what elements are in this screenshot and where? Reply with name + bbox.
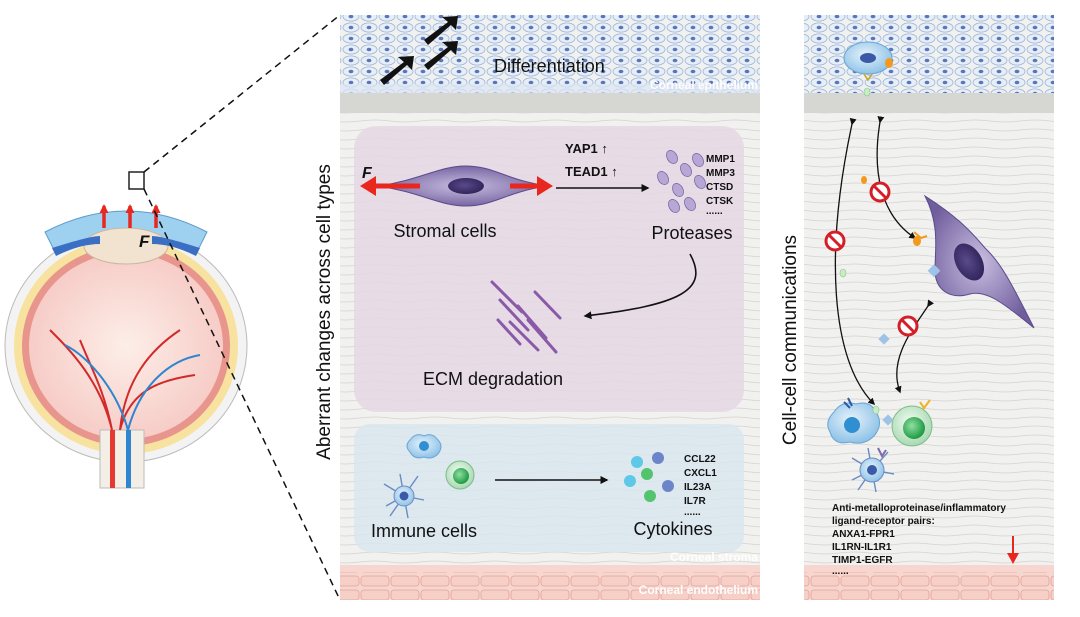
lr-pair: ...... <box>832 566 849 577</box>
protease-gene: CTSD <box>706 182 733 193</box>
lr-title-2: ligand-receptor pairs: <box>832 516 935 527</box>
lr-pair: IL1RN-IL1R1 <box>832 542 892 553</box>
right-panel <box>804 15 1054 600</box>
lr-pair: TIMP1-EGFR <box>832 555 893 566</box>
protease-gene: MMP1 <box>706 154 735 165</box>
protease-gene: CTSK <box>706 196 734 207</box>
ligand-receptor-list: Anti-metalloproteinase/inflammatory liga… <box>832 503 1006 577</box>
cytokine-gene: ...... <box>684 507 701 518</box>
protease-gene: MMP3 <box>706 168 735 179</box>
zoom-line-top <box>143 14 341 173</box>
stroma-label: Corneal stroma <box>670 550 758 564</box>
immune-cells-label: Immune cells <box>371 521 477 541</box>
epithelial-cell-icon <box>843 41 893 97</box>
lr-pair: ANXA1-FPR1 <box>832 529 895 540</box>
decrease-arrow-icon <box>1007 536 1019 564</box>
ligand-icons <box>839 176 921 345</box>
tead1-label: TEAD1 ↑ <box>565 164 618 179</box>
epithelium-label: Corneal epithelium <box>650 78 758 92</box>
immune-cell-icons <box>383 434 475 519</box>
protease-gene: ...... <box>706 206 723 217</box>
cytokine-icons <box>624 452 674 502</box>
protease-icons <box>657 150 706 213</box>
ecm-fiber-icons <box>490 280 562 354</box>
yap1-label: YAP1 ↑ <box>565 141 608 156</box>
middle-side-title: Aberrant changes across cell types <box>314 164 335 460</box>
right-stromal-cell-icon <box>913 194 1035 329</box>
protease-gene-list: MMP1 MMP3 CTSD CTSK ...... <box>706 154 735 217</box>
cytokine-gene: IL7R <box>684 496 706 507</box>
endothelium-label: Corneal endothelium <box>639 583 758 597</box>
right-immune-cell-icons <box>827 397 933 493</box>
proteases-label: Proteases <box>651 223 732 243</box>
block-icons <box>824 181 919 337</box>
cytokine-gene: IL23A <box>684 482 711 493</box>
stromal-cells-label: Stromal cells <box>393 221 496 241</box>
ecm-label: ECM degradation <box>423 369 563 389</box>
eye-force-label: F <box>139 232 150 251</box>
right-side-title: Cell-cell communications <box>780 235 801 445</box>
protease-to-ecm-arrow <box>583 253 697 320</box>
cytokine-gene: CCL22 <box>684 454 716 465</box>
zoom-line-bottom <box>143 188 341 601</box>
cytokine-gene-list: CCL22 CXCL1 IL23A IL7R ...... <box>684 454 717 518</box>
eye-illustration: F <box>4 171 248 489</box>
differentiation-label: Differentiation <box>494 56 605 76</box>
lr-title-1: Anti-metalloproteinase/inflammatory <box>832 503 1006 514</box>
cytokine-gene: CXCL1 <box>684 468 717 479</box>
cytokines-label: Cytokines <box>633 519 712 539</box>
middle-force-label: F <box>362 165 373 182</box>
force-arrow-icon <box>360 176 553 196</box>
